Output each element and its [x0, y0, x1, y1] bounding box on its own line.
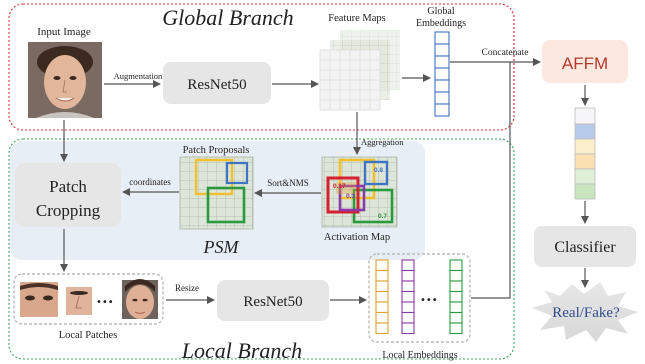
score-label-4: 0.7 [378, 213, 387, 220]
sort-nms-label: Sort&NMS [267, 178, 309, 188]
local-patches-frame [13, 273, 164, 325]
local-embedding-vector-3 [449, 259, 463, 335]
feature-maps-label: Feature Maps [328, 13, 385, 24]
patch-cropping-box [15, 163, 121, 227]
local-embeddings-ellipsis: ••• [420, 295, 438, 306]
aggregation-label: Aggregation [361, 137, 404, 147]
global-resnet-label: ResNet50 [187, 77, 246, 93]
local-embeddings-label: Local Embeddings [382, 350, 457, 361]
global-embeddings-label-1: Global [427, 6, 454, 17]
activation-map-label: Activation Map [324, 232, 390, 243]
psm-title: PSM [203, 237, 240, 257]
affm-label: AFFM [562, 54, 608, 73]
input-image-label: Input Image [37, 26, 91, 38]
global-embedding-vector [434, 31, 450, 117]
patch-eyes-image [20, 282, 58, 317]
patch-cropping-label-2: Cropping [36, 201, 101, 220]
output-label: Real/Fake? [552, 305, 620, 321]
concatenate-label: Concatenate [482, 48, 529, 58]
local-to-affm-connector [471, 62, 511, 299]
global-resnet-box [163, 62, 271, 104]
activation-map: 0.17 0.8 0.3 0.7 [321, 156, 398, 228]
score-label-2: 0.8 [374, 167, 383, 174]
score-label-1: 0.17 [333, 183, 346, 190]
augmentation-label: Augmentation [114, 71, 163, 81]
global-branch-title: Global Branch [162, 5, 293, 30]
patch-nose-image [66, 287, 92, 315]
output-burst-shape [532, 282, 638, 342]
local-embeddings-frame [368, 253, 471, 343]
classifier-label: Classifier [554, 239, 616, 256]
feature-maps-stack [319, 30, 400, 111]
affm-box [542, 40, 628, 83]
local-resnet-label: ResNet50 [243, 294, 302, 310]
patch-proposals-label: Patch Proposals [183, 145, 250, 156]
global-embeddings-label-2: Embeddings [416, 18, 466, 29]
global-branch-region [8, 3, 515, 131]
local-branch-title: Local Branch [181, 338, 302, 363]
local-embedding-vector-2 [401, 259, 415, 335]
local-resnet-box [217, 280, 329, 321]
score-label-3: 0.3 [346, 193, 355, 200]
patch-proposals-grid [179, 156, 254, 230]
resize-label: Resize [175, 283, 199, 293]
patches-ellipsis: ••• [96, 297, 114, 308]
fused-embedding-vector [574, 107, 596, 200]
patch-face-image [122, 279, 158, 319]
input-face-image [28, 42, 102, 118]
local-embedding-vector-1 [375, 259, 389, 335]
coordinates-label: coordinates [129, 177, 171, 187]
local-patches-label: Local Patches [59, 330, 118, 341]
patch-cropping-label-1: Patch [49, 177, 87, 196]
classifier-box [534, 226, 636, 267]
